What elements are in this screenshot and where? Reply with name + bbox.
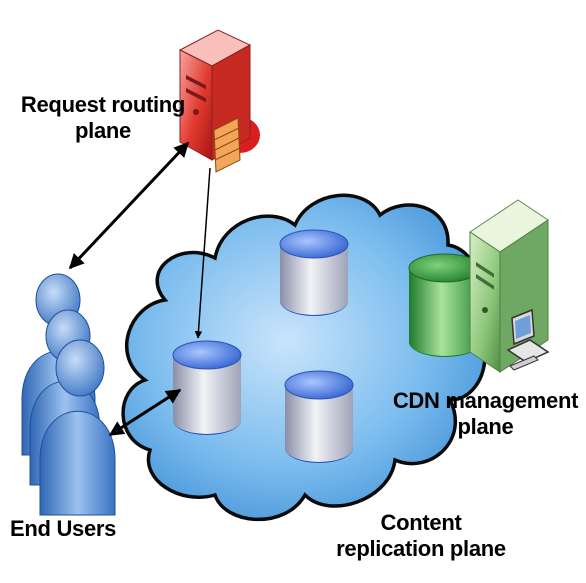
management-computer-icon [506,308,550,371]
cdn-management-plane-label: CDN management plane [388,388,583,440]
request-routing-plane-label: Request routing plane [18,92,188,144]
content-cloud-icon [121,193,487,522]
content-replication-label-line-1: Content [380,510,462,535]
arrow-replica-to-users [108,388,182,437]
content-replication-label-line-2: replication plane [336,536,506,561]
request-routing-label-line-2: plane [75,118,131,143]
cdn-management-label-line-2: plane [457,414,514,439]
request-routing-server-icon [178,29,260,173]
replica-database-3-icon [284,370,354,463]
arrow-routing-to-replica [194,167,211,339]
connection-arrows [68,141,211,437]
replica-database-1-icon [279,229,349,316]
management-database-icon [408,253,482,357]
replica-database-2-icon [172,340,242,435]
end-users-label-text: End Users [10,516,117,541]
end-users-label: End Users [10,516,116,542]
end-users-icon [21,273,116,516]
request-routing-label-line-1: Request routing [20,92,186,117]
management-server-icon [469,199,549,373]
arrow-users-to-routing [68,141,190,270]
cdn-management-label-line-1: CDN management [392,388,579,413]
content-replication-plane-label: Content replication plane [328,510,514,562]
